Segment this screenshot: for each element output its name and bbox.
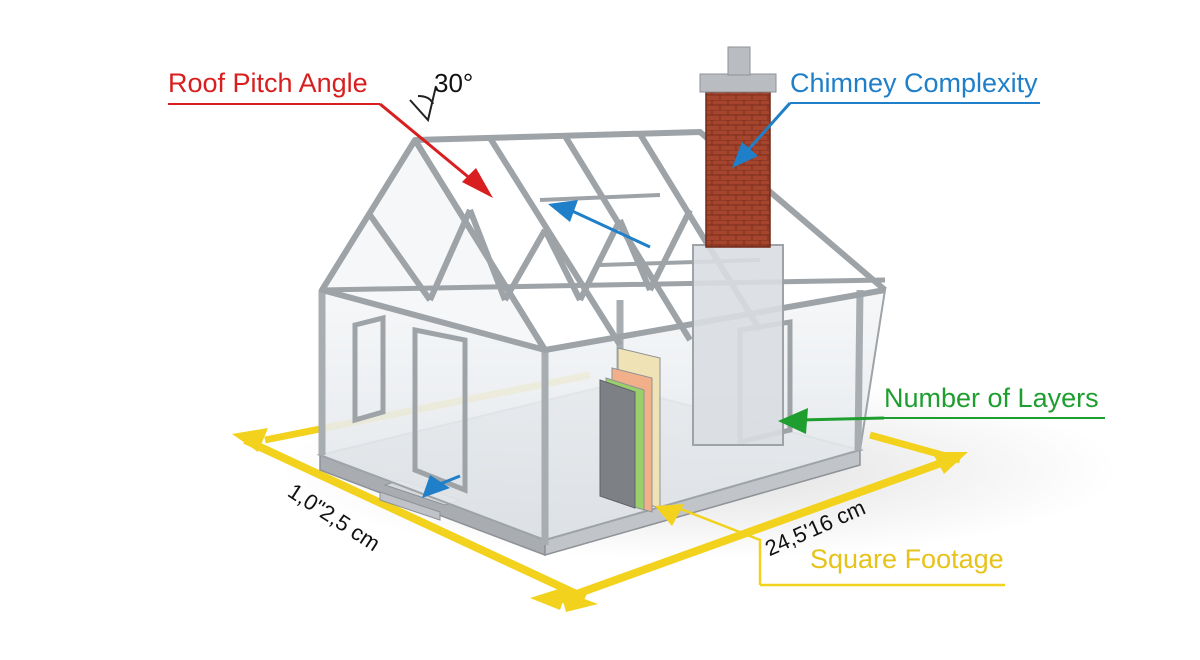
square-footage-label: Square Footage [810,544,1004,574]
green-arrow-icon [778,408,808,434]
blue-arrow-icon [548,200,651,249]
chimney [692,46,784,446]
chimney-flue [727,46,751,76]
front-window [352,314,386,424]
blue-arrow-icon [732,142,758,168]
dimension-line-left [243,436,587,602]
angle-arc-icon [409,85,437,123]
leader-lines [168,102,1105,587]
dimension-arrowhead [232,428,268,452]
dimension-arrowhead [560,590,598,612]
front-door [412,326,468,494]
blue-arrow-icon [422,474,461,498]
dimension-arrowhead [932,452,968,474]
chimney-complexity-label: Chimney Complexity [790,68,1038,98]
angle-value-label: 30° [434,68,474,98]
yellow-arrow-icon [655,504,684,526]
red-arrow-icon [462,168,493,198]
wall-layers [599,347,661,513]
chimney-brick [705,91,771,248]
number-of-layers-label: Number of Layers [884,383,1099,413]
dimension-line-right [558,454,957,604]
roof-frame [319,129,887,353]
dimension-arrowhead [530,586,568,610]
chimney-cap [699,73,777,93]
roof-pitch-label: Roof Pitch Angle [168,68,368,98]
